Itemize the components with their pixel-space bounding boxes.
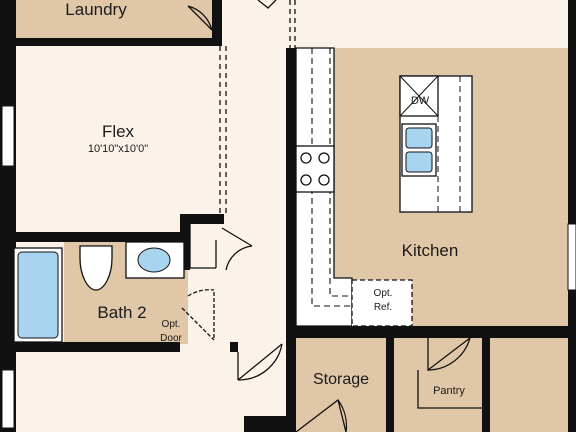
sink-basin-upper <box>405 127 433 149</box>
laundry-floor <box>16 0 220 38</box>
pantry-shelf <box>417 370 482 409</box>
room-label-storage: Storage <box>313 371 369 388</box>
hall-door-swing <box>237 343 283 381</box>
cooktop <box>295 145 335 193</box>
refrigerator-label-line2: Ref. <box>374 302 392 313</box>
pantry-floor <box>394 338 486 432</box>
sink-basin-lower <box>405 151 433 173</box>
room-label-laundry: Laundry <box>65 0 127 19</box>
bath-door-label-line1: Opt. <box>162 319 181 330</box>
counter-dashes <box>311 48 352 307</box>
room-dimensions-flex: 10'10"x10'0" <box>88 143 148 155</box>
closet-door-swing <box>189 224 253 271</box>
room-label-kitchen: Kitchen <box>402 241 459 260</box>
top-door-swing <box>257 0 277 9</box>
kitchen-island <box>399 75 473 213</box>
windows <box>1 105 576 429</box>
dishwasher-cross <box>399 75 439 117</box>
laundry-door-swing <box>187 5 213 31</box>
refrigerator-label-line1: Opt. <box>374 288 393 299</box>
storage-door-swing <box>295 398 348 432</box>
dishwasher-label: DW <box>411 95 430 107</box>
bath-optional-door <box>181 289 215 341</box>
pantry-door-swing <box>427 337 471 372</box>
bath-door-label-line2: Door <box>160 333 182 344</box>
room-label-flex: Flex <box>102 122 135 141</box>
toilet <box>79 245 113 291</box>
room-label-bath2: Bath 2 <box>97 303 146 322</box>
optional-refrigerator <box>351 279 413 327</box>
bath-vanity <box>125 241 185 279</box>
bathtub <box>13 247 63 343</box>
dashed-openings <box>219 0 296 214</box>
room-label-pantry: Pantry <box>433 385 465 397</box>
